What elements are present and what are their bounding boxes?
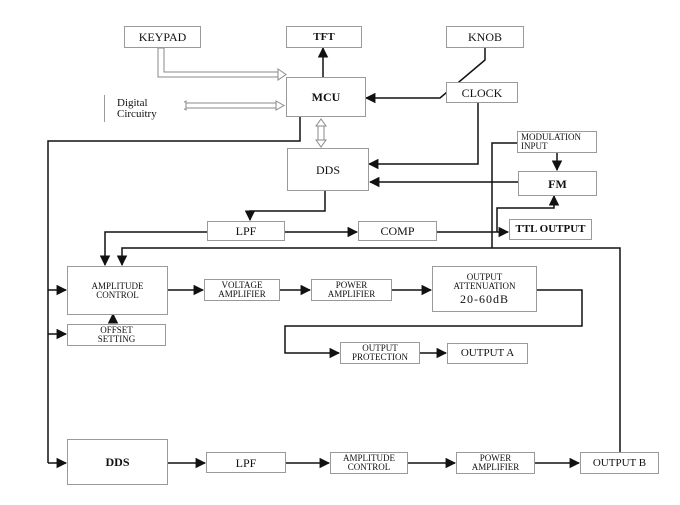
ttl-output-block: TTL OUTPUT [509,219,592,240]
voltage-amplifier-label-2: AMPLIFIER [218,289,266,299]
bus-keypad-mcu-b [163,48,278,73]
bus-keypad-mcu-a [157,48,278,78]
keypad-label: KEYPAD [138,30,187,44]
arrow-lpf-to-amplitude [99,231,207,267]
clock-label: CLOCK [461,85,503,100]
power-amplifier-label-2: AMPLIFIER [327,289,376,299]
output-attenuation-block: OUTPUT ATTENUATION 20-60dB [432,266,537,312]
voltage-amplifier-block: VOLTAGE AMPLIFIER [204,279,280,301]
tft-label: TFT [313,30,335,43]
arrow-feedback-to-amplitude [116,247,621,463]
lpf-bottom-block: LPF [206,452,286,473]
voltage-amplifier-label-1: VOLTAGE [221,280,263,290]
comp-label: COMP [380,224,415,238]
fm-label: FM [548,176,567,191]
lpf-top-block: LPF [207,221,285,241]
power-amplifier-b-label-1: POWER [479,453,512,463]
power-amplifier-b-label-2: AMPLIFIER [471,462,520,472]
arrow-dds-to-lpf [244,191,326,222]
line-modulation-branch [491,142,517,248]
line-mcu-bus [47,117,301,463]
bus-digital-right-head [275,100,286,111]
amplitude-control-b-block: AMPLITUDE CONTROL [330,452,408,474]
tft-block: TFT [286,26,362,48]
comp-block: COMP [358,221,437,241]
ttl-output-label: TTL OUTPUT [515,223,586,235]
bus-mcu-dds-down-head [315,139,327,148]
offset-setting-block: OFFSET SETTING [67,324,166,346]
dds-top-block: DDS [287,148,369,191]
dds-top-label: DDS [315,162,340,177]
mcu-block: MCU [286,77,366,117]
dds-bottom-label: DDS [105,455,130,469]
keypad-block: KEYPAD [124,26,201,48]
offset-setting-label-2: SETTING [97,334,136,344]
digital-circuitry-label-2: Circuitry [117,107,157,120]
amplitude-control-label-2: CONTROL [96,289,139,300]
lpf-top-label: LPF [235,224,257,238]
output-protection-label-2: PROTECTION [352,352,408,362]
output-b-label: OUTPUT B [592,456,647,469]
output-attenuation-label-3: 20-60dB [460,292,509,306]
amplitude-control-b-label-2: CONTROL [347,462,391,472]
output-protection-label-1: OUTPUT [362,343,398,353]
output-attenuation-label-1: OUTPUT [466,272,503,282]
digital-circuitry-block: Digital Circuitry [104,95,184,122]
power-amplifier-block: POWER AMPLIFIER [311,279,392,301]
dds-bottom-block: DDS [67,439,168,485]
output-b-block: OUTPUT B [580,452,659,474]
power-amplifier-b-block: POWER AMPLIFIER [456,452,535,474]
knob-block: KNOB [446,26,524,48]
power-amplifier-label-1: POWER [335,280,368,290]
arrow-ttl-to-fm [496,194,560,232]
knob-label: KNOB [467,30,502,44]
lpf-bottom-label: LPF [235,455,257,470]
modulation-input-label-2: INPUT [521,141,548,151]
arrow-attenuation-to-protection [284,289,583,359]
output-protection-block: OUTPUT PROTECTION [340,342,420,364]
amplitude-control-block: AMPLITUDE CONTROL [67,266,168,315]
output-attenuation-label-2: ATTENUATION [453,281,516,291]
digital-circuitry-label-1: Digital [117,96,148,109]
offset-setting-label-1: OFFSET [100,325,133,335]
modulation-input-block: MODULATION INPUT [517,131,597,153]
output-a-label: OUTPUT A [460,347,515,359]
mcu-label: MCU [311,90,341,104]
amplitude-control-label-1: AMPLITUDE [91,280,144,291]
modulation-input-label-1: MODULATION [521,132,581,142]
arrow-clock-to-dds [367,103,479,170]
bus-mcu-dds-up-head [315,118,327,127]
clock-block: CLOCK [446,82,518,103]
fm-block: FM [518,171,597,196]
arrow-knob-to-mcu [364,48,486,104]
bus-keypad-mcu-head [277,68,287,81]
output-a-block: OUTPUT A [447,343,528,364]
amplitude-control-b-label-1: AMPLITUDE [343,453,395,463]
